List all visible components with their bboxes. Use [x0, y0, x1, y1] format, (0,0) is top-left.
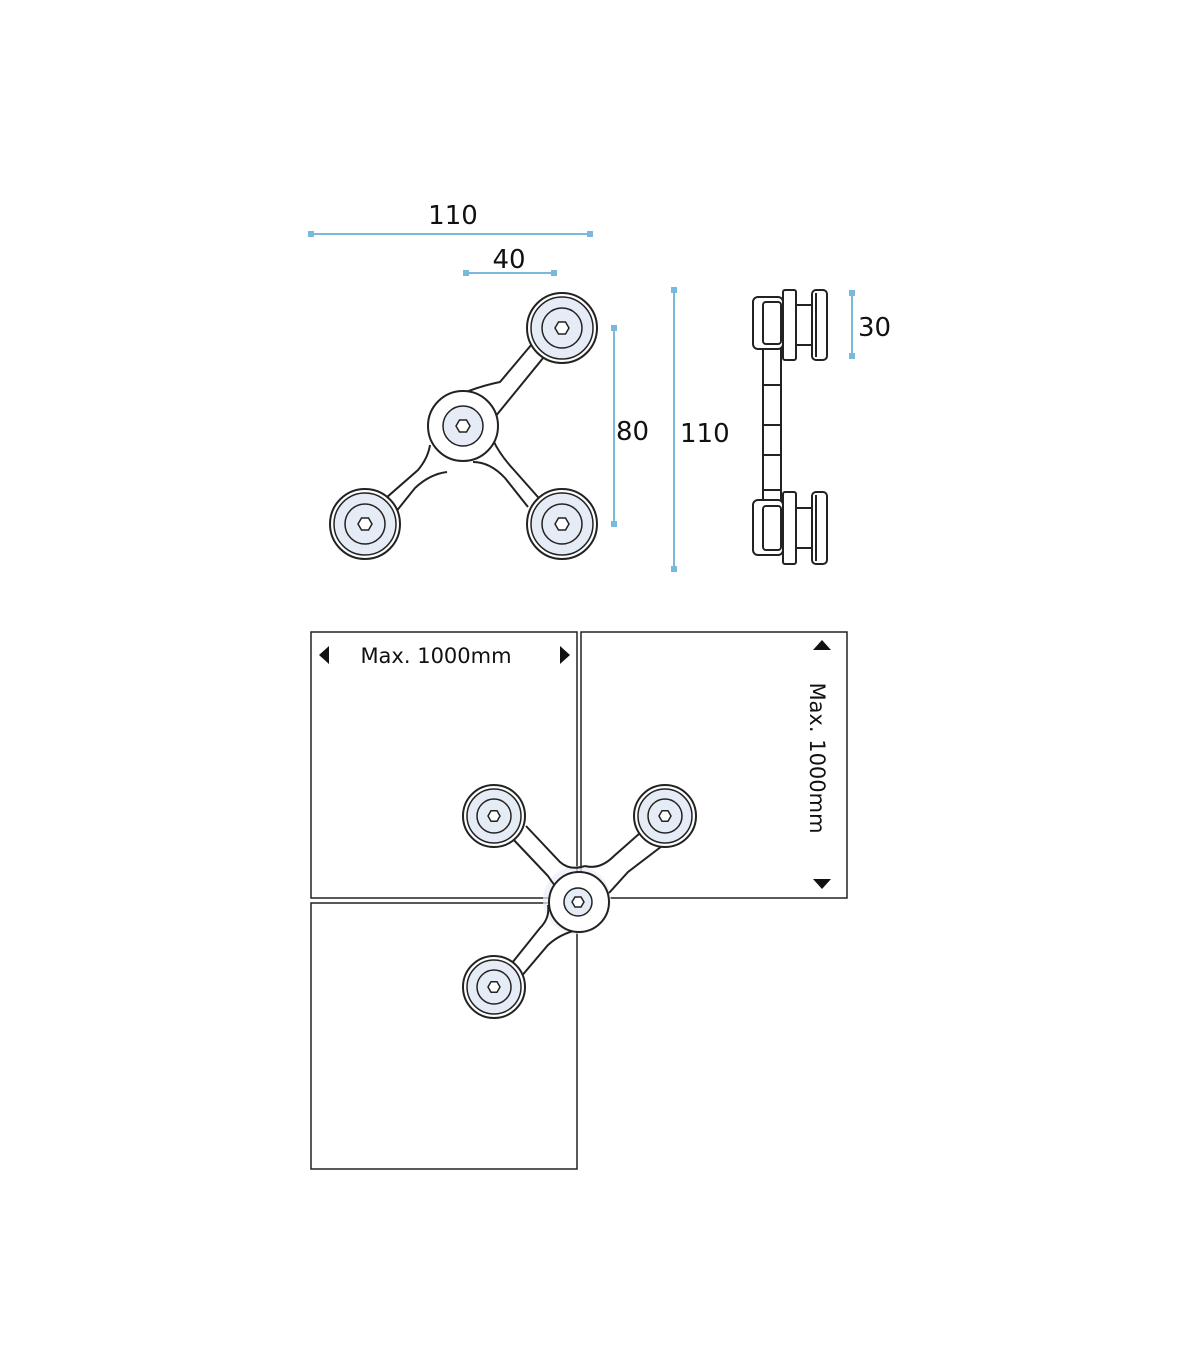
installed-bolt-bottom-left-icon — [462, 955, 526, 1019]
side-depth-label: 30 — [858, 313, 891, 343]
bolt-top-right-icon — [526, 292, 598, 364]
arrow-right-icon — [560, 646, 570, 664]
glass-panels — [310, 631, 848, 1170]
installed-bolt-top-right-icon — [633, 784, 697, 848]
overall-height-label: 110 — [680, 419, 730, 449]
bolt-bottom-left-icon — [329, 488, 401, 560]
arrow-left-icon — [319, 646, 329, 664]
spider-front-view — [329, 292, 598, 560]
panel-top-left — [310, 631, 578, 899]
installed-spider — [462, 784, 697, 1019]
panel-top-right — [580, 631, 848, 899]
panel-bottom-left — [310, 902, 578, 1170]
overall-width-label: 110 — [428, 201, 478, 231]
installed-bolt-top-left-icon — [462, 784, 526, 848]
arm-height-label: 80 — [616, 417, 649, 447]
max-width-label: Max. 1000mm — [360, 644, 511, 668]
arrow-up-icon — [813, 640, 831, 650]
max-height-label: Max. 1000mm — [805, 682, 829, 833]
dimension-lines — [308, 231, 855, 572]
arrow-down-icon — [813, 879, 831, 889]
bolt-bottom-right-icon — [526, 488, 598, 560]
spider-side-view — [752, 289, 828, 565]
bolt-spacing-label: 40 — [492, 245, 525, 275]
